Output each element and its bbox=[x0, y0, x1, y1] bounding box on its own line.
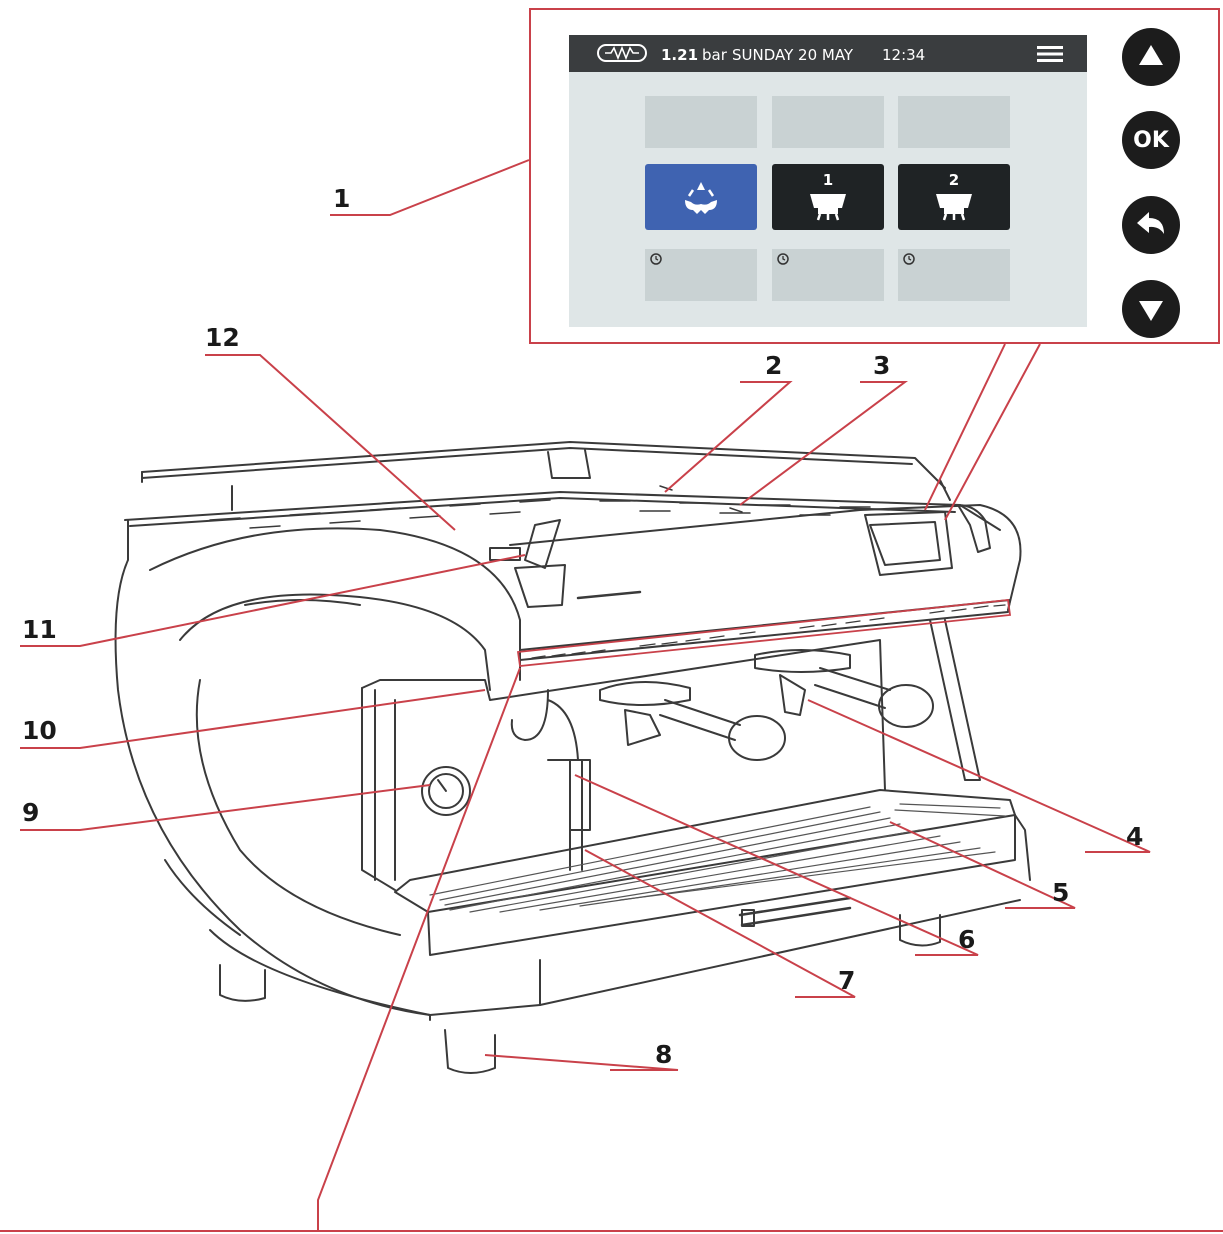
group-2-number: 2 bbox=[948, 171, 960, 189]
pressure-wave-icon bbox=[597, 44, 647, 62]
leader-keypad bbox=[317, 667, 521, 1230]
group-1 bbox=[599, 681, 691, 706]
menu-icon[interactable] bbox=[1037, 45, 1063, 63]
portafilter-handle-2 bbox=[814, 667, 891, 709]
leader-2 bbox=[664, 381, 793, 493]
time-label: 12:34 bbox=[882, 46, 926, 64]
tile-bottom-group-1 bbox=[772, 249, 884, 301]
front-panel bbox=[361, 639, 886, 791]
tile-top-steam bbox=[645, 96, 757, 148]
leader-3 bbox=[739, 381, 909, 506]
tile-top-group-1 bbox=[772, 96, 884, 148]
pressure-gauge bbox=[421, 766, 471, 816]
control-panel-callout-frame bbox=[529, 8, 1220, 344]
portafilter-icon bbox=[936, 194, 972, 221]
leader-12 bbox=[205, 354, 456, 531]
cup-rail bbox=[141, 441, 946, 489]
steam-tile[interactable] bbox=[645, 164, 757, 230]
up-button[interactable] bbox=[1122, 28, 1180, 86]
base bbox=[209, 899, 1021, 1016]
back-button[interactable] bbox=[1122, 196, 1180, 254]
leader-9 bbox=[20, 784, 431, 831]
clock-icon bbox=[777, 253, 789, 265]
leader-1b bbox=[924, 343, 1041, 521]
ok-label: OK bbox=[1133, 128, 1169, 153]
callout-6: 6 bbox=[958, 925, 976, 954]
tile-bottom-group-2 bbox=[898, 249, 1010, 301]
callout-5: 5 bbox=[1052, 878, 1070, 907]
pressure-unit: bar bbox=[702, 46, 727, 64]
status-bar: 1.21 bar SUNDAY 20 MAY 12:34 bbox=[569, 35, 1087, 72]
steam-wand bbox=[510, 689, 579, 761]
callout-8: 8 bbox=[655, 1040, 673, 1069]
steam-lever bbox=[524, 519, 561, 569]
tile-bottom-steam bbox=[645, 249, 757, 301]
pressure-value: 1.21 bbox=[661, 46, 699, 64]
steam-icon bbox=[685, 182, 717, 214]
triangle-up-icon bbox=[1139, 45, 1163, 65]
back-arrow-icon bbox=[1137, 212, 1164, 234]
display-housing bbox=[864, 511, 953, 576]
leader-4 bbox=[807, 699, 1151, 853]
callout-9: 9 bbox=[22, 798, 40, 827]
date-label: SUNDAY 20 MAY bbox=[732, 46, 854, 64]
tile-top-group-2 bbox=[898, 96, 1010, 148]
cup-warmer-tray bbox=[124, 491, 1001, 531]
triangle-down-icon bbox=[1139, 301, 1163, 321]
leader-1 bbox=[330, 159, 530, 216]
touch-display[interactable]: 1.21 bar SUNDAY 20 MAY 12:34 1 2 bbox=[569, 35, 1087, 327]
down-button[interactable] bbox=[1122, 280, 1180, 338]
clock-icon bbox=[903, 253, 915, 265]
foot-front bbox=[444, 1029, 496, 1074]
portafilter-icon bbox=[810, 194, 846, 221]
body-top bbox=[509, 504, 1022, 611]
callout-2: 2 bbox=[765, 351, 783, 380]
foot-left bbox=[219, 964, 266, 1002]
group-1-tile[interactable]: 1 bbox=[772, 164, 884, 230]
callout-4: 4 bbox=[1126, 822, 1144, 851]
callout-10: 10 bbox=[22, 716, 57, 745]
callout-11: 11 bbox=[22, 615, 57, 644]
clock-icon bbox=[650, 253, 662, 265]
brand-mark-front bbox=[738, 896, 852, 927]
callout-3: 3 bbox=[873, 351, 891, 380]
callout-12: 12 bbox=[205, 323, 240, 352]
ok-button[interactable]: OK bbox=[1122, 111, 1180, 169]
leader-11 bbox=[20, 554, 526, 647]
group-2-tile[interactable]: 2 bbox=[898, 164, 1010, 230]
leader-6 bbox=[574, 774, 979, 956]
leader-7 bbox=[584, 849, 856, 998]
foot-right bbox=[899, 914, 941, 947]
portafilter-handle-1 bbox=[659, 699, 741, 741]
left-wing-outer bbox=[114, 519, 431, 1016]
callout-7: 7 bbox=[838, 966, 856, 995]
leader-10 bbox=[20, 689, 486, 749]
leader-8 bbox=[484, 1054, 679, 1071]
drip-tray bbox=[394, 789, 1016, 913]
left-wing-inner bbox=[179, 593, 491, 691]
leader-5 bbox=[889, 821, 1076, 909]
group-1-number: 1 bbox=[822, 171, 834, 189]
brand-mark-top bbox=[576, 590, 642, 600]
callout-1: 1 bbox=[333, 184, 351, 213]
group-2 bbox=[754, 649, 851, 673]
keypad-highlight bbox=[516, 599, 1012, 667]
